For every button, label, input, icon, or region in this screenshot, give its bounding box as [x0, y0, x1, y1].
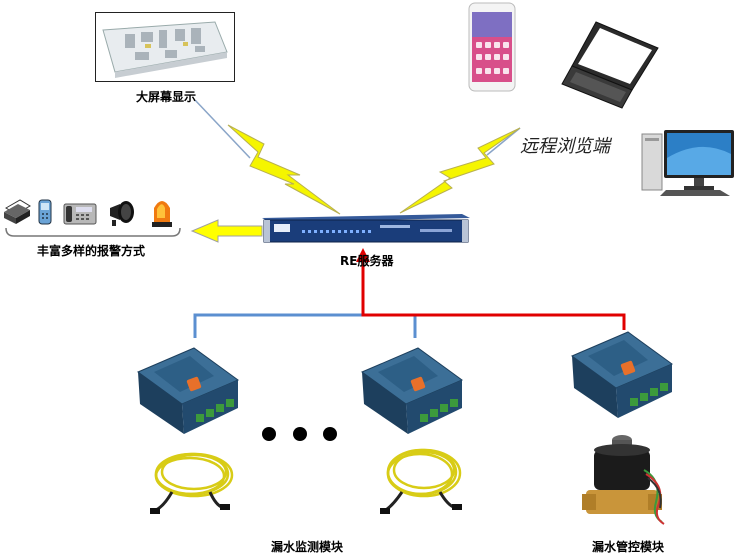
lightning-bolt-right	[400, 128, 520, 213]
alarm-methods-label: 丰富多样的报警方式	[37, 242, 145, 259]
alarm-bracket	[6, 228, 180, 236]
leak-sensor-cable-icon	[378, 444, 466, 524]
ellipsis-dots	[262, 427, 337, 441]
red-control-line	[363, 255, 624, 330]
alarm-arrow	[192, 220, 262, 242]
smartphone-icon	[468, 2, 516, 92]
printer-icon	[2, 198, 32, 226]
telephone-icon	[62, 200, 98, 226]
big-screen-label: 大屏幕显示	[136, 88, 196, 105]
desktop-computer-icon	[640, 128, 736, 198]
leak-control-module-label: 漏水管控模块	[592, 538, 664, 555]
alarm-light-icon	[150, 196, 174, 228]
remote-browser-label: 远程浏览端	[520, 132, 610, 158]
blue-bus-line	[195, 315, 620, 338]
rack-server-icon	[262, 214, 470, 244]
floor-plan-display-icon	[95, 12, 235, 82]
leak-module-icon	[360, 346, 464, 438]
leak-module-icon	[136, 346, 240, 438]
leak-module-icon	[570, 330, 674, 422]
siren-speaker-icon	[104, 198, 136, 228]
server-label: RE服务器	[340, 252, 393, 269]
laptop-icon	[560, 20, 660, 112]
lightning-bolt-left	[195, 100, 340, 214]
leak-monitor-module-label: 漏水监测模块	[271, 538, 343, 555]
mobile-phone-icon	[36, 198, 54, 226]
solenoid-valve-icon	[582, 430, 666, 526]
leak-sensor-cable-icon	[150, 448, 238, 524]
